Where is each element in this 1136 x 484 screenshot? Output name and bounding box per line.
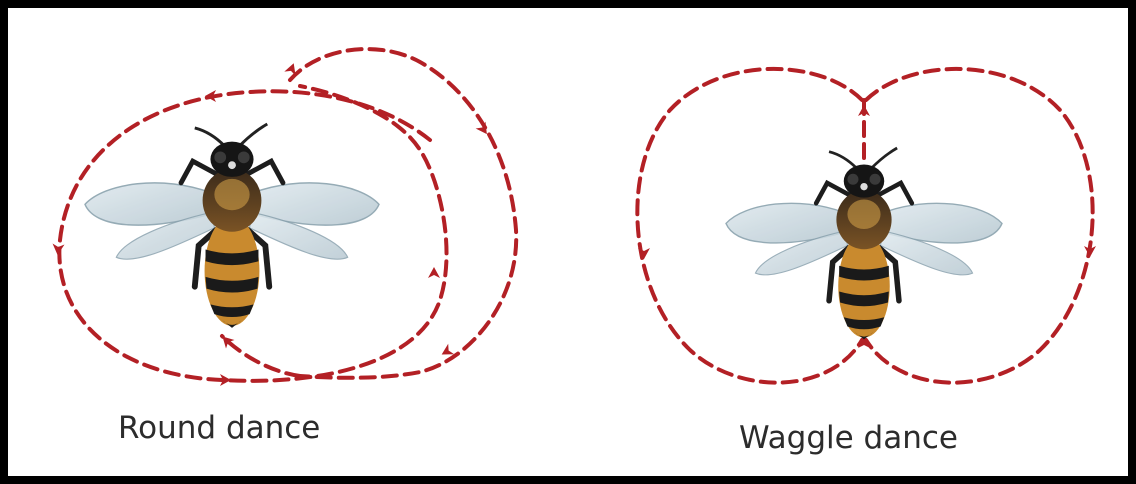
honeybee-icon	[85, 124, 379, 328]
arrowhead-icon	[52, 243, 65, 255]
round-dance-panel	[52, 49, 517, 386]
arrowhead-icon	[428, 267, 440, 278]
waggle-dance-caption: Waggle dance	[739, 420, 958, 456]
waggle-dance-panel	[637, 69, 1096, 383]
honeybee-icon	[726, 148, 1002, 339]
round-dance-caption: Round dance	[118, 410, 320, 446]
